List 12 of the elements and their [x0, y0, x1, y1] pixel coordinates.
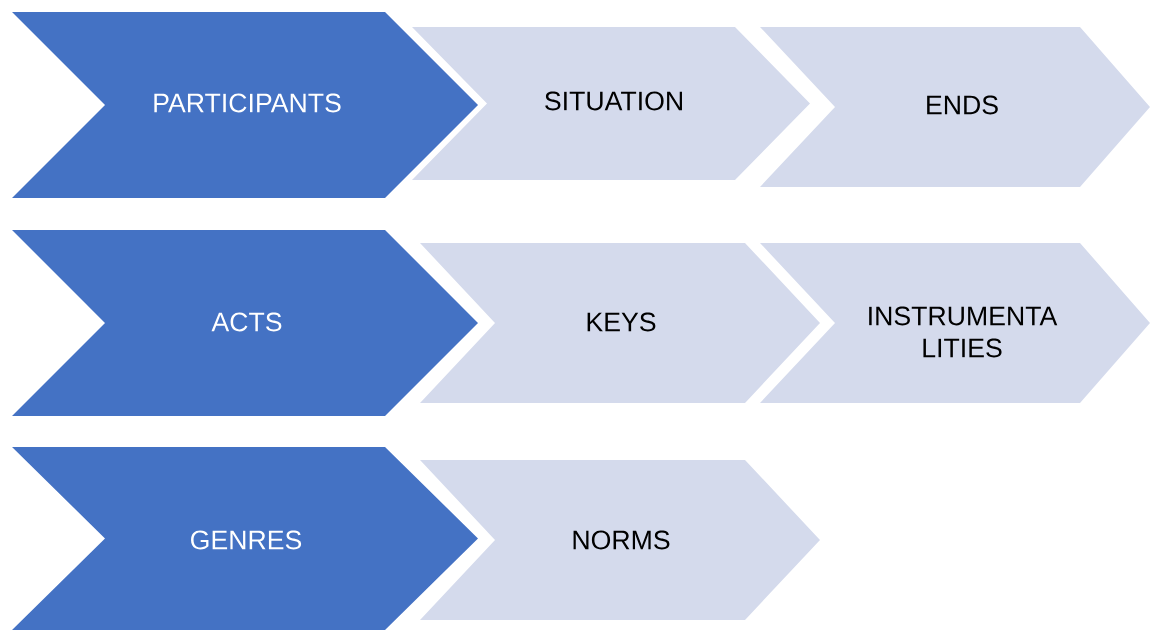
- process-step: PARTICIPANTS: [12, 12, 478, 198]
- process-step: SITUATION: [412, 27, 810, 180]
- process-step: ACTS: [12, 230, 478, 416]
- process-step: ENDS: [760, 27, 1150, 187]
- node-label: KEYS: [587, 312, 656, 332]
- node-label: INSTRUMENTA LITIES: [869, 306, 1058, 358]
- node-label: ENDS: [927, 95, 998, 115]
- process-step: INSTRUMENTA LITIES: [760, 243, 1150, 403]
- process-step: KEYS: [420, 243, 820, 403]
- node-label: SITUATION: [545, 91, 682, 111]
- process-step: GENRES: [12, 447, 478, 630]
- process-step: NORMS: [420, 460, 820, 620]
